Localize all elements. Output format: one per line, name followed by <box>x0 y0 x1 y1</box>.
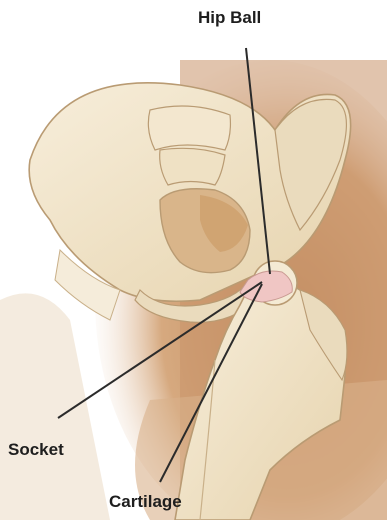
label-hip-ball: Hip Ball <box>198 8 261 28</box>
label-socket: Socket <box>8 440 64 460</box>
label-cartilage: Cartilage <box>109 492 182 512</box>
